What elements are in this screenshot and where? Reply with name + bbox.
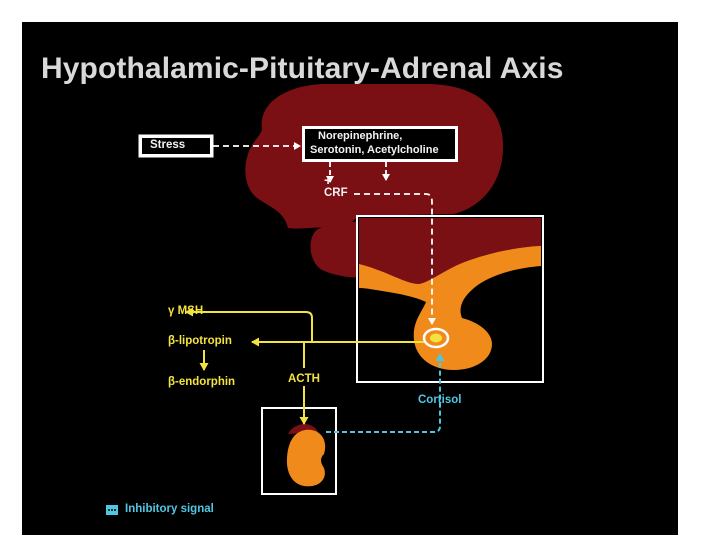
crf-to-pituitary-arrow: [354, 193, 436, 325]
neurotransmitter-label-line2: Serotonin, Acetylcholine: [310, 144, 439, 156]
cortisol-feedback-arrow: [326, 353, 445, 433]
diagram-slide: Hypothalamic-Pituitary-Adrenal Axis Stre…: [22, 22, 678, 535]
legend-label: Inhibitory signal: [125, 503, 214, 515]
cortisol-label: Cortisol: [418, 394, 462, 406]
neurotransmitter-label-line1: Norepinephrine,: [318, 130, 403, 142]
endorphin-label: β-endorphin: [168, 376, 236, 388]
pituitary-gland-shape: [359, 246, 541, 370]
crf-label: CRF: [324, 187, 348, 199]
msh-arrow: [185, 307, 313, 342]
stress-label: Stress: [150, 139, 186, 151]
median-eminence-shape: [359, 218, 541, 284]
msh-label: γ MSH: [168, 305, 204, 317]
acth-label: ACTH: [288, 373, 320, 385]
pituitary-cell-ring: [422, 327, 450, 349]
lipotropin-label: β-lipotropin: [168, 335, 232, 347]
hpa-diagram-graphic: [106, 84, 544, 515]
kidney-shape: [286, 429, 326, 487]
pituitary-cell-core: [430, 333, 442, 343]
crf-plus-sign: +: [324, 172, 333, 188]
diagram-title: Hypothalamic-Pituitary-Adrenal Axis: [41, 52, 564, 85]
